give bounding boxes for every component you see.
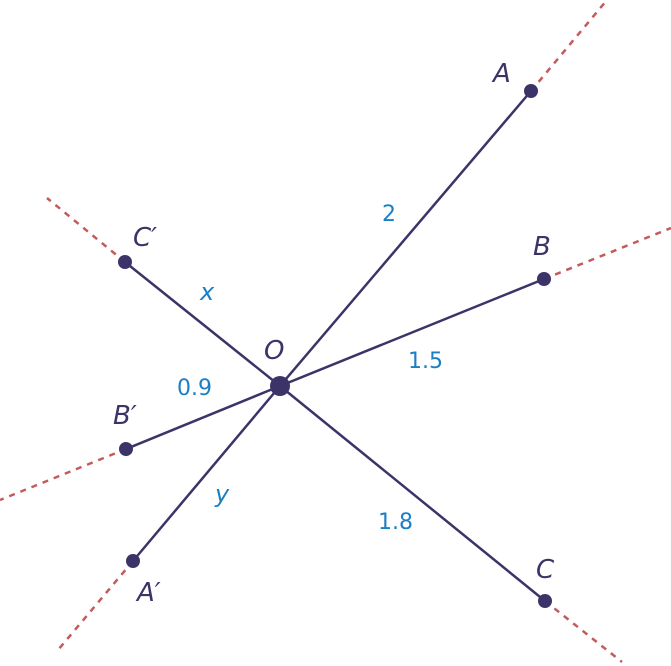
point-c (538, 594, 552, 608)
label-a: A (491, 59, 511, 89)
label-o: O (264, 336, 284, 366)
point-o (270, 376, 290, 396)
label-b-prime: B′ (113, 401, 137, 431)
segment-oc-prime (124, 261, 281, 387)
label-c: C (536, 555, 555, 585)
ray-extension-a-prime (57, 560, 134, 651)
length-oa-prime: y (214, 480, 230, 508)
ray-extension-a (530, 0, 608, 92)
ray-extension-c-prime (46, 197, 126, 263)
length-oc-prime: x (199, 278, 215, 306)
label-b: B (533, 232, 551, 262)
point-a-prime (126, 554, 140, 568)
length-ob: 1.5 (408, 349, 443, 374)
segment-oc (279, 385, 546, 602)
length-oc: 1.8 (378, 510, 413, 535)
ray-extension-c (544, 600, 623, 663)
length-oa: 2 (382, 202, 396, 227)
ray-extension-b-prime (0, 447, 127, 502)
segment-ob (279, 277, 545, 388)
label-c-prime: C′ (133, 223, 157, 253)
length-ob-prime: 0.9 (177, 376, 212, 401)
point-a (524, 84, 538, 98)
point-b (537, 272, 551, 286)
segment-oa (279, 90, 532, 387)
segment-oa-prime (132, 385, 281, 562)
point-b-prime (119, 442, 133, 456)
label-a-prime: A′ (135, 578, 161, 608)
ray-extension-b (543, 226, 671, 281)
segment-ob-prime (125, 384, 281, 451)
point-c-prime (118, 255, 132, 269)
